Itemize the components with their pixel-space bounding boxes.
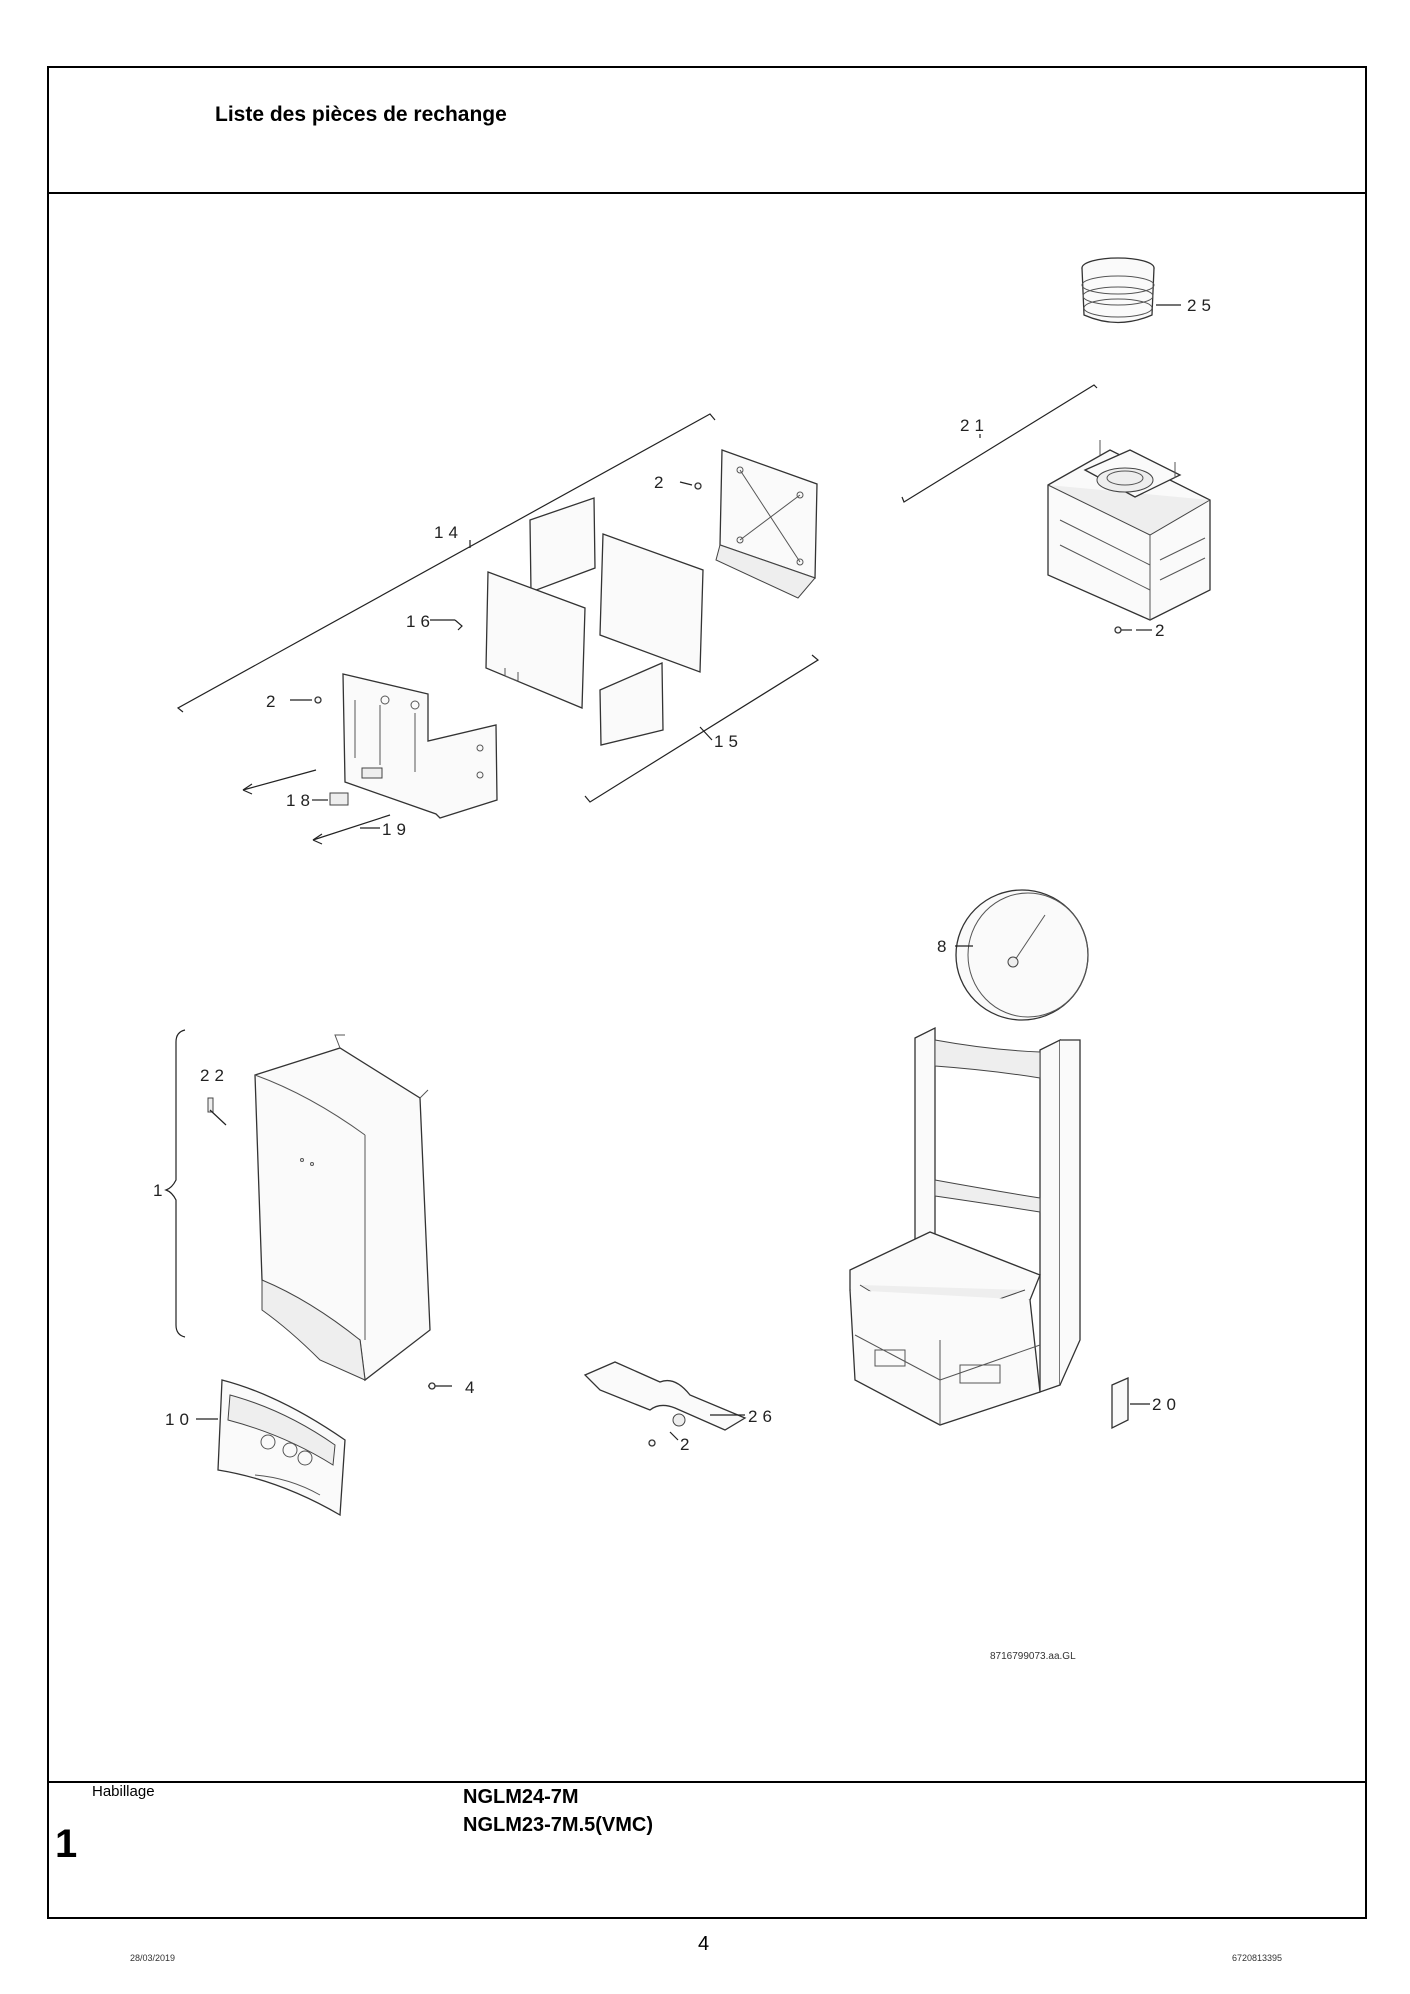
page-number: 4 [698,1933,710,1955]
screw-bottom [648,1431,679,1447]
part-front-frame [342,673,498,819]
page-frame [47,66,1367,1919]
callout-8: 8 [937,937,951,956]
part-8-expansion-vessel [955,889,1089,1021]
callout-19: 19 [382,820,411,839]
section-name: Habillage [92,1783,155,1800]
callout-18: 18 [286,791,315,810]
part-19-rod [312,814,391,845]
model-name-1: NGLM24-7M [463,1786,579,1808]
footer-date: 28/03/2019 [130,1953,176,1963]
part-insulation-panels [485,497,704,746]
part-4-screw [428,1382,452,1390]
callout-22: 22 [200,1066,229,1085]
part-chassis-frame [849,1026,1081,1426]
model-name-2: NGLM23-7M.5(VMC) [463,1814,654,1836]
section-number: 1 [55,1822,78,1866]
callout-20: 20 [1152,1395,1181,1414]
callout-26: 26 [748,1407,777,1426]
callout-15: 15 [714,732,743,751]
callout-14: 14 [434,523,463,542]
callout-21: 21 [960,416,989,435]
part-18-rod [242,769,349,806]
callout-16: 16 [406,612,435,631]
screw-top [679,481,702,490]
callout-1: 1 [153,1181,167,1200]
callout-2-top: 2 [654,473,668,492]
page-title: Liste des pièces de rechange [215,103,507,126]
part-10-control-panel [196,1379,346,1517]
clip-16 [430,619,463,631]
callout-25: 25 [1187,296,1216,315]
part-rear-panel [715,449,818,599]
callout-2-bottom: 2 [680,1435,694,1454]
screw-right [1114,626,1152,634]
footer-divider [47,1781,1367,1783]
bracket-14 [176,413,716,713]
callout-2-left: 2 [266,692,280,711]
screw-left [290,696,322,704]
part-20-label-plate [1111,1377,1150,1430]
callout-2-right: 2 [1155,621,1169,640]
part-26-bottom-plate [583,1361,747,1431]
header-divider [47,192,1367,194]
part-22-pin [207,1097,227,1126]
drawing-reference: 8716799073.aa.GL [990,1651,1076,1662]
document-number: 6720813395 [1232,1953,1283,1963]
part-21-fan-housing [901,384,1211,621]
callout-4: 4 [465,1378,479,1397]
part-25-flue-ring [1081,257,1181,324]
part-1-casing [164,1029,431,1382]
callout-10: 10 [165,1410,194,1429]
